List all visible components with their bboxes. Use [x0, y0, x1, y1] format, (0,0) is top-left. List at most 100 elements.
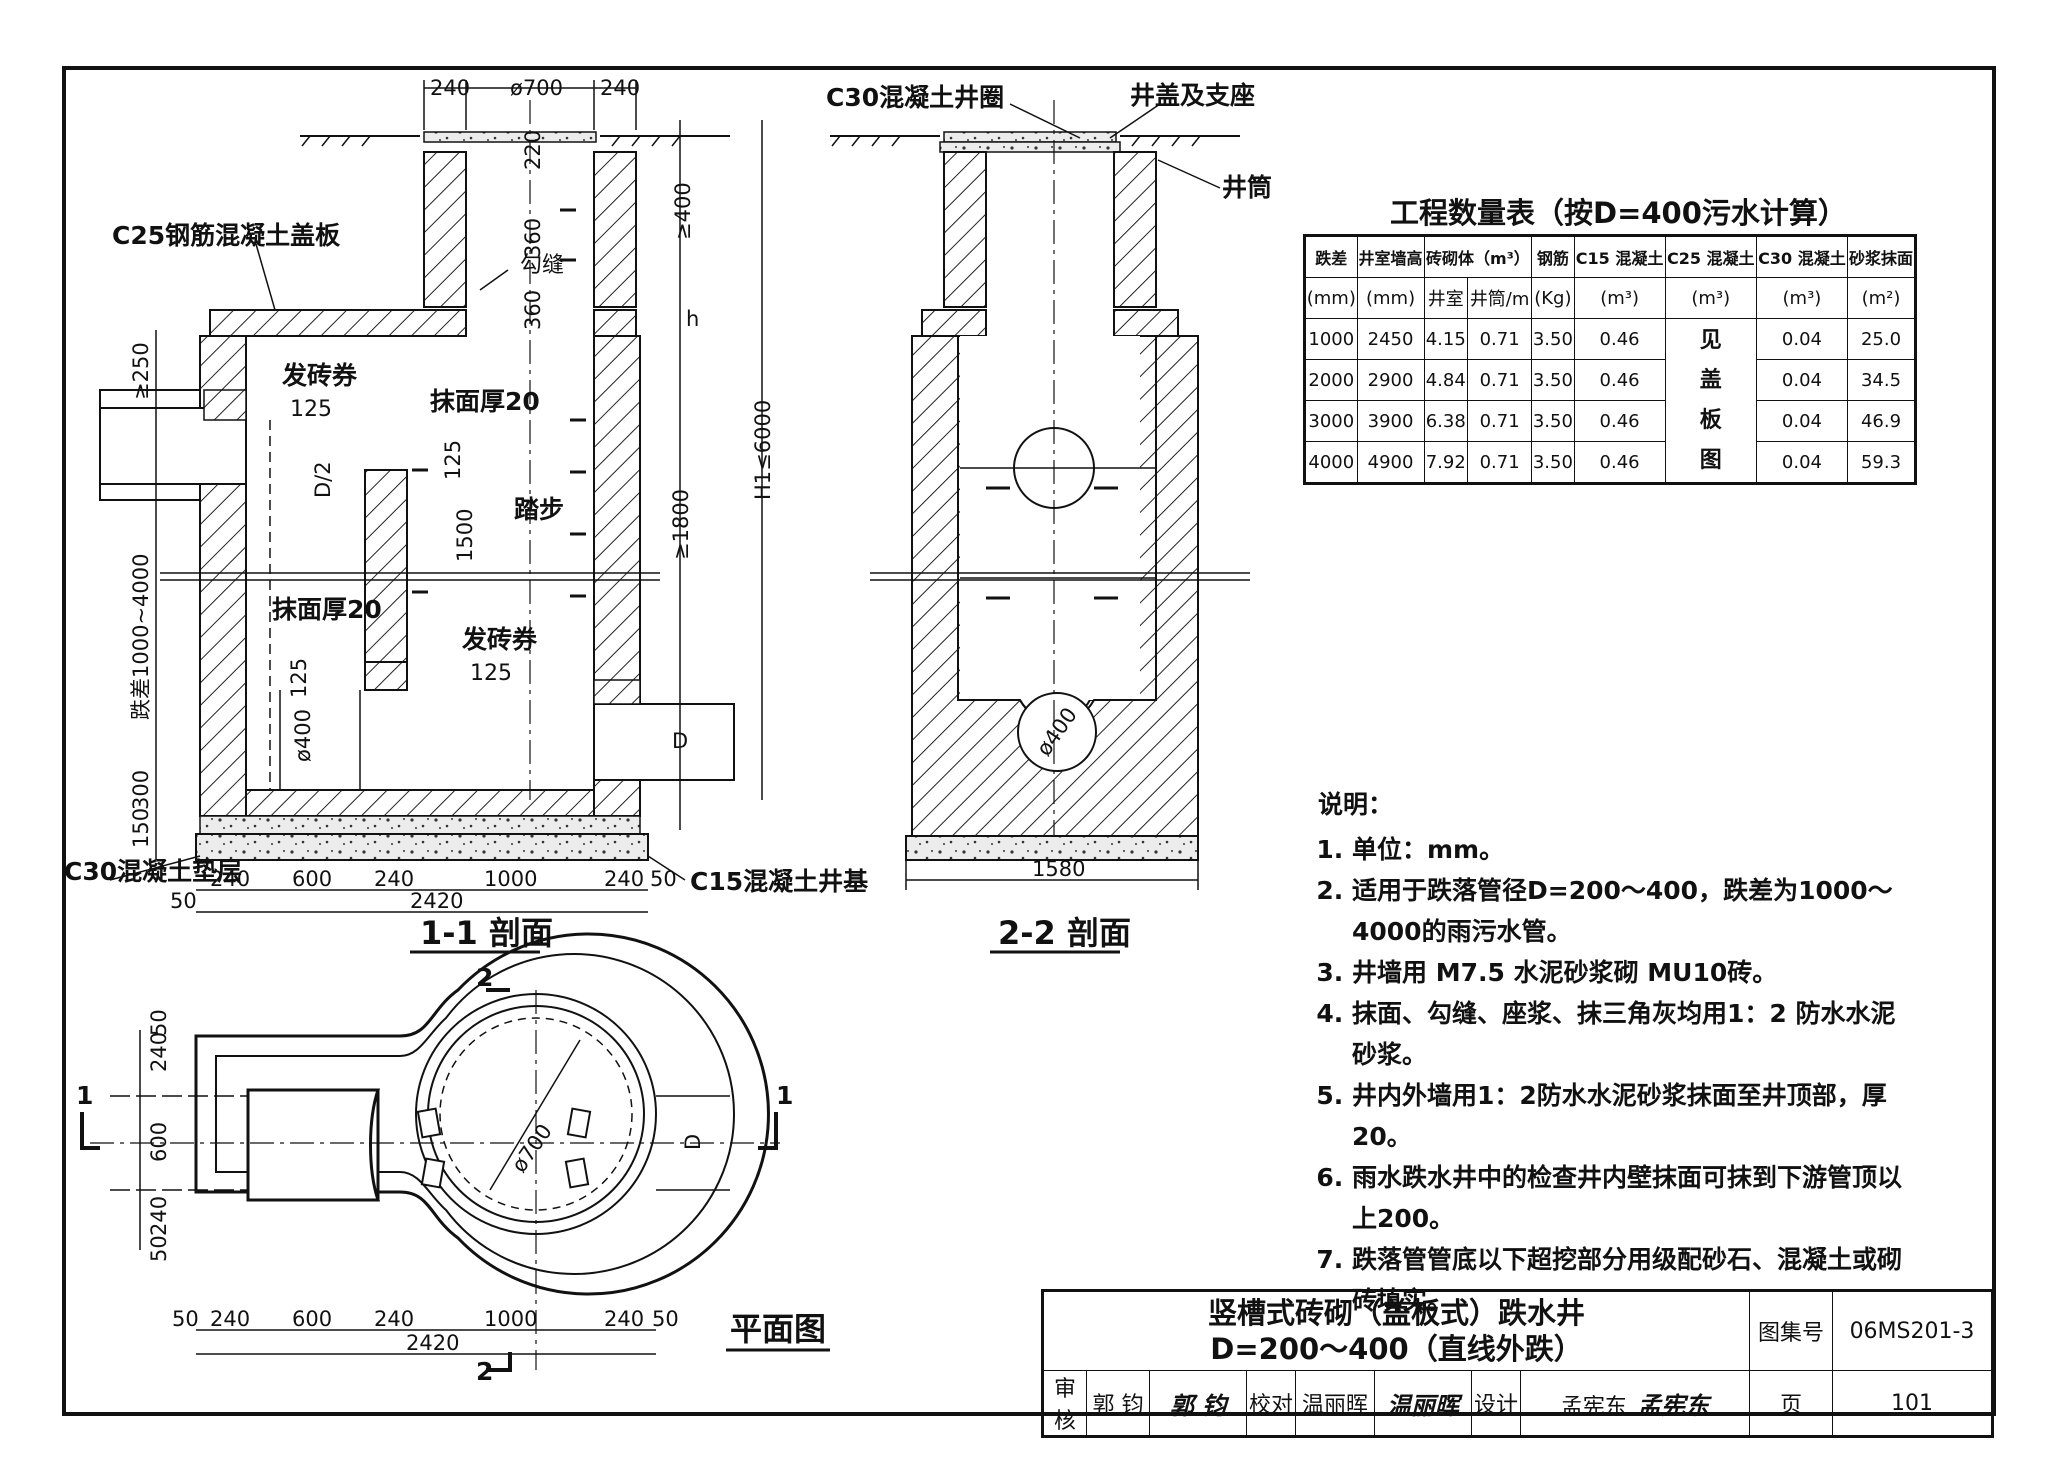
- plan-dim-600: 600: [292, 1307, 332, 1331]
- note-item: 雨水跌水井中的检查井内壁抹面可抹到下游管顶以上200。: [1352, 1157, 1918, 1239]
- dim-300: 300: [129, 770, 153, 810]
- table-row: 4000 4900 7.92 0.71 3.50 0.46 0.04 59.3: [1304, 441, 1916, 484]
- cell: 4.84: [1423, 359, 1469, 401]
- table-row: 2000 2900 4.84 0.71 3.50 0.46 0.04 34.5: [1304, 359, 1916, 401]
- label-cover-support: 井盖及支座: [1130, 81, 1255, 110]
- unit-mortar: (m²): [1847, 277, 1916, 319]
- dim-ge1800: ≥1800: [669, 489, 693, 560]
- plan-dim-240-top: 240: [147, 1032, 171, 1072]
- page-number: 101: [1832, 1370, 1993, 1437]
- plan-cut-1-right: 1: [776, 1081, 793, 1110]
- th-rebar: 钢筋: [1531, 235, 1575, 278]
- th-c15: C15 混凝土: [1573, 235, 1666, 278]
- page-label: 页: [1749, 1370, 1833, 1437]
- note-item: 单位：mm。: [1352, 829, 1918, 870]
- shaft-wall-left: [423, 151, 467, 308]
- label-arch-bottom: 发砖券: [461, 625, 538, 654]
- cell: 3.50: [1531, 359, 1575, 401]
- cell: 34.5: [1847, 359, 1916, 401]
- section-2-2: [830, 100, 1250, 890]
- cover-slab: [209, 309, 467, 337]
- reviewer-name: 郭 钧: [1086, 1370, 1150, 1437]
- drawing-title-line2: D=200～400（直线外跌）: [1210, 1332, 1583, 1366]
- dim-drop-range: 跌差1000~4000: [129, 554, 153, 720]
- cell: 3.50: [1531, 400, 1575, 442]
- plan-pipe-d: D: [681, 1134, 705, 1150]
- atlas-label: 图集号: [1749, 1290, 1833, 1371]
- cell: 0.71: [1467, 441, 1533, 484]
- label-plaster-bottom: 抹面厚20: [272, 595, 382, 624]
- plan-dim-240-a: 240: [210, 1307, 250, 1331]
- unit-wall: (mm): [1356, 277, 1425, 319]
- cell: 2450: [1356, 318, 1425, 360]
- checker-signature: 温丽晖: [1374, 1370, 1472, 1437]
- th-c25: C25 混凝土: [1664, 235, 1757, 278]
- cell: 0.46: [1573, 400, 1666, 442]
- section-1-1: [99, 80, 763, 913]
- drawing-title: 竖槽式砖砌（盖板式）跌水井 D=200～400（直线外跌）: [1042, 1290, 1750, 1371]
- cell: 1000: [1304, 318, 1358, 360]
- note-item: 抹面、勾缝、座浆、抹三角灰均用1：2 防水水泥砂浆。: [1352, 993, 1918, 1075]
- th-drop: 跌差: [1304, 235, 1358, 278]
- plan-cut-2-top: 2: [476, 963, 493, 992]
- plan-dim-50-top: 50: [147, 1009, 171, 1036]
- dim-ge400: ≥400: [671, 182, 695, 240]
- dim-bottom-240-b: 240: [374, 867, 414, 891]
- cell: 4900: [1356, 441, 1425, 484]
- th-brick: 砖砌体（m³）: [1423, 235, 1533, 278]
- designer-name: 孟宪东: [1560, 1394, 1627, 1420]
- dim-h: h: [686, 307, 699, 331]
- label-step: 踏步: [514, 495, 564, 524]
- note-item: 井墙用 M7.5 水泥砂浆砌 MU10砖。: [1352, 952, 1918, 993]
- cell: 0.04: [1755, 400, 1849, 442]
- merged-char: 见: [1699, 327, 1722, 353]
- plan-outline: [194, 932, 770, 1296]
- dim-360-b: 360: [521, 290, 545, 330]
- checker-signature-mark: 温丽晖: [1387, 1390, 1459, 1420]
- cell: 2000: [1304, 359, 1358, 401]
- drawing-title-line1: 竖槽式砖砌（盖板式）跌水井: [1207, 1296, 1585, 1330]
- cell: 4.15: [1423, 318, 1469, 360]
- cell: 4000: [1304, 441, 1358, 484]
- merged-char: 板: [1699, 407, 1722, 433]
- label-jointing: 勾缝: [520, 253, 564, 278]
- shaft-ring: [939, 141, 1121, 153]
- label-cushion: C30混凝土垫层: [64, 857, 242, 886]
- cell: 0.46: [1573, 441, 1666, 484]
- label-arch-top-val: 125: [290, 397, 332, 422]
- cell: 0.04: [1755, 318, 1849, 360]
- dim-h1: H1≤6000: [751, 400, 775, 500]
- plan-dim-2420: 2420: [406, 1331, 459, 1355]
- sub-shaft: 井筒/m: [1467, 277, 1533, 319]
- unit-rebar: (Kg): [1531, 277, 1575, 319]
- cell: 3.50: [1531, 441, 1575, 484]
- foundation: [195, 833, 649, 861]
- sub-chamber: 井室: [1423, 277, 1469, 319]
- plan-cut-2-bottom: 2: [476, 1357, 493, 1386]
- label-arch-top: 发砖券: [281, 361, 358, 390]
- plan-view: [80, 932, 780, 1372]
- notes: 说明： 单位：mm。 适用于跌落管径D=200～400，跌差为1000～4000…: [1318, 785, 1918, 1321]
- label-cover-slab: C25钢筋混凝土盖板: [112, 221, 340, 250]
- table-row: 1000 2450 4.15 0.71 3.50 0.46 见 盖 板 图 0.…: [1304, 318, 1916, 484]
- dim-d2: D/2: [311, 461, 335, 498]
- label-shaft: 井筒: [1222, 173, 1272, 202]
- plan-title: 平面图: [730, 1310, 826, 1348]
- plan-cut-1-left: 1: [76, 1081, 93, 1110]
- th-c30: C30 混凝土: [1755, 235, 1849, 278]
- label-ring: C30混凝土井圈: [826, 83, 1004, 112]
- dim-bottom-50-right: 50: [650, 867, 677, 891]
- dim-1500: 1500: [453, 509, 477, 562]
- plan-dim-240-bottom: 240: [147, 1196, 171, 1236]
- cell: 59.3: [1847, 441, 1916, 484]
- dim-ge250: ≥250: [129, 342, 153, 400]
- plan-labels: 1 1 2 2 240 50 600 240 50 ø700 D 50 240 …: [76, 963, 830, 1386]
- unit-c30: (m³): [1755, 277, 1849, 319]
- dim-d400: ø400: [291, 709, 315, 762]
- dim-bottom-2420: 2420: [410, 889, 463, 913]
- note-item: 适用于跌落管径D=200～400，跌差为1000～4000的雨污水管。: [1352, 870, 1918, 952]
- merged-char: 图: [1699, 447, 1722, 473]
- notes-title: 说明：: [1318, 790, 1394, 819]
- cell: 0.46: [1573, 359, 1666, 401]
- checker-name: 温丽晖: [1295, 1370, 1375, 1437]
